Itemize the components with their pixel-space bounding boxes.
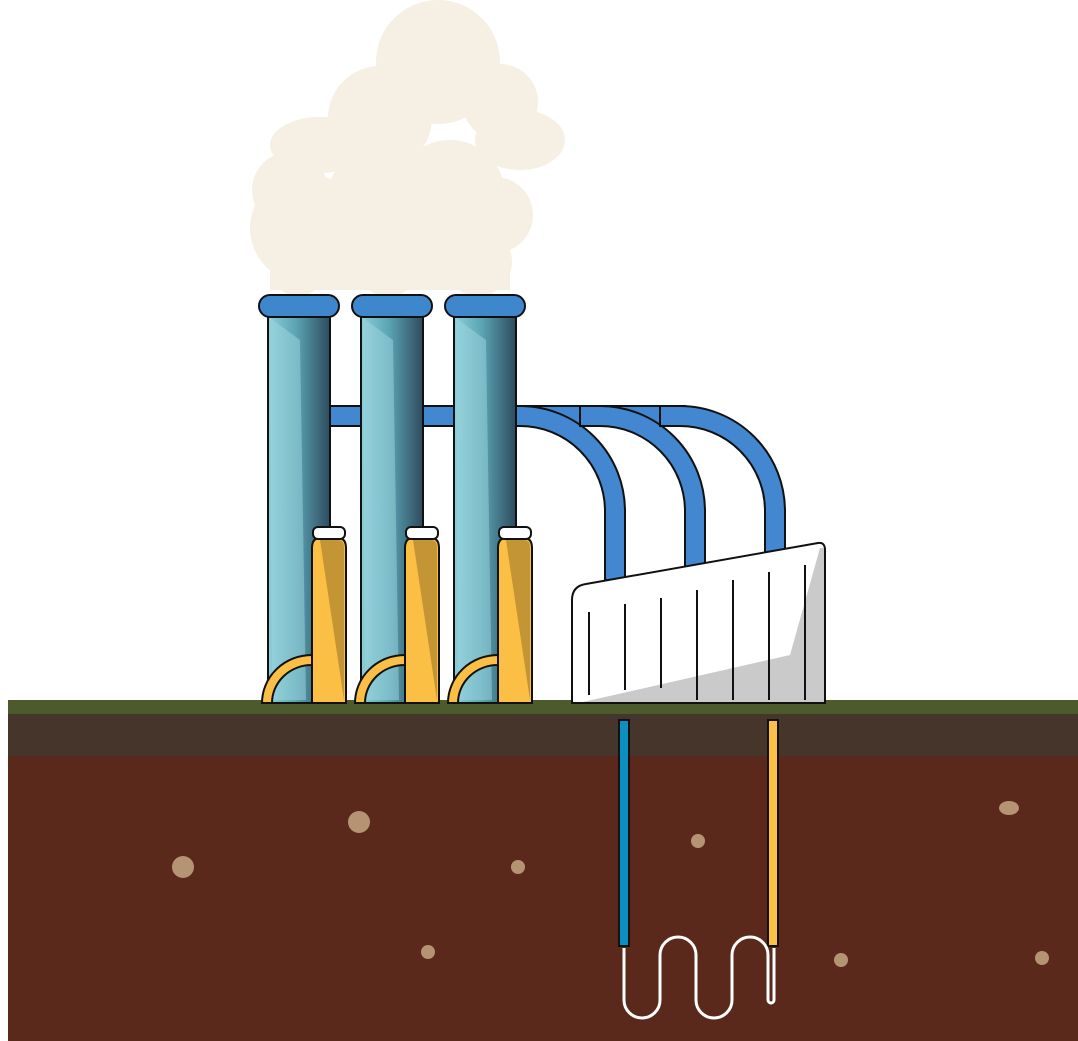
pebble: [348, 811, 370, 833]
hot-production-well: [767, 719, 779, 947]
tank-lid: [498, 526, 532, 540]
plant-building: [571, 541, 826, 704]
storage-tanks: [260, 526, 533, 704]
pebbles: [172, 801, 1049, 967]
soil-layer: [8, 755, 1078, 1041]
pebble: [172, 856, 194, 878]
tower-cap: [258, 294, 340, 318]
tank-lid: [312, 526, 346, 540]
building-ribs: [588, 565, 806, 700]
storage-tank: [446, 526, 533, 704]
cold-injection-well: [618, 719, 630, 947]
wells: [618, 719, 779, 1020]
topsoil-layer: [8, 713, 1078, 756]
pebble: [834, 953, 848, 967]
cooling-towers: [258, 294, 526, 704]
heat-exchange-loop: [622, 935, 776, 1020]
pipe-loop: [579, 405, 706, 571]
pebble: [999, 801, 1019, 815]
tower-cap: [444, 294, 526, 318]
pebble: [691, 834, 705, 848]
tank-lid: [405, 526, 439, 540]
grass-strip: [8, 700, 1078, 714]
pebble: [1035, 951, 1049, 965]
steam-cloud: [250, 0, 565, 296]
storage-tank: [260, 526, 347, 704]
storage-tank: [353, 526, 440, 704]
pebble: [421, 945, 435, 959]
tower-cap: [351, 294, 433, 318]
pebble: [511, 860, 525, 874]
